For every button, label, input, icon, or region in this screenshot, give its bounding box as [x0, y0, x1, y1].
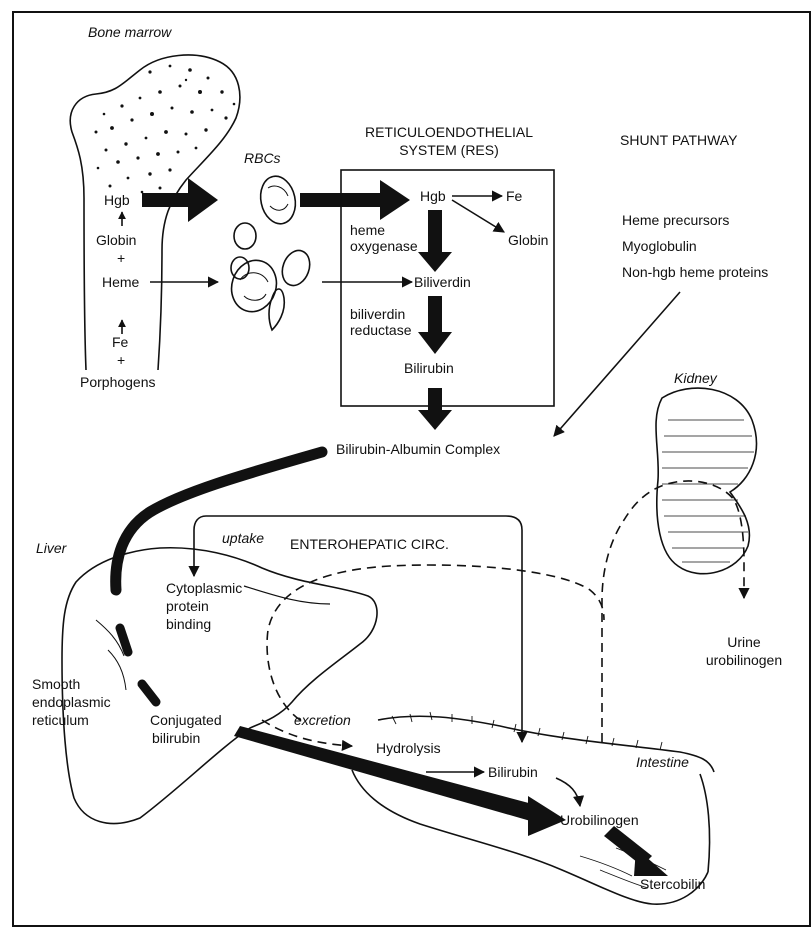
stercobilin-label: Stercobilin: [640, 876, 705, 893]
urine-line-1: Urine: [694, 634, 794, 651]
heme-precursors-label: Heme precursors: [622, 212, 729, 229]
fe-res-label: Fe: [506, 188, 522, 205]
thick-arrow-bilirubin-to-complex: [418, 388, 452, 430]
excretion-label: excretion: [294, 712, 351, 729]
dashed-intestine-to-kidney: [602, 481, 744, 742]
intestine-label: Intestine: [636, 754, 689, 771]
arrow-shunt-to-complex: [554, 292, 680, 436]
arrow-hgb-to-globin: [452, 200, 504, 232]
kidney-drawing: [656, 388, 756, 574]
thick-arrow-hgb-to-biliverdin: [418, 210, 452, 272]
uptake-label: uptake: [222, 530, 264, 547]
porphogens-label: Porphogens: [80, 374, 156, 391]
myoglobulin-label: Myoglobulin: [622, 238, 697, 255]
cytoplasmic-line-3: binding: [166, 616, 211, 633]
hydrolysis-label: Hydrolysis: [376, 740, 441, 757]
thick-arrow-rbcs-to-res: [300, 180, 410, 220]
dashed-loop-liver: [267, 565, 604, 720]
shunt-pathway-title: SHUNT PATHWAY: [620, 132, 737, 149]
biliverdin-reductase-line-2: reductase: [350, 322, 411, 339]
bilirubin-res-label: Bilirubin: [404, 360, 454, 377]
res-title-line-1: RETICULOENDOTHELIAL: [344, 124, 554, 141]
rbcs-label: RBCs: [244, 150, 281, 167]
smooth-er-line-2: endoplasmic: [32, 694, 111, 711]
enterohepatic-circ-label: ENTEROHEPATIC CIRC.: [290, 536, 449, 553]
plus-sign-1: +: [117, 250, 125, 267]
cytoplasmic-line-1: Cytoplasmic: [166, 580, 242, 597]
cytoplasmic-line-2: protein: [166, 598, 209, 615]
heme-label: Heme: [102, 274, 139, 291]
bilirubin-albumin-complex-label: Bilirubin-Albumin Complex: [336, 441, 500, 458]
bilirubin-intestine-label: Bilirubin: [488, 764, 538, 781]
heme-oxygenase-line-2: oxygenase: [350, 238, 418, 255]
thick-arrow-biliverdin-to-bilirubin: [418, 296, 452, 354]
smooth-er-line-1: Smooth: [32, 676, 80, 693]
biliverdin-reductase-line-1: biliverdin: [350, 306, 405, 323]
hgb-res-label: Hgb: [420, 188, 446, 205]
dashed-liver-segment-1: [120, 628, 128, 652]
globin-marrow-label: Globin: [96, 232, 136, 249]
fe-marrow-label: Fe: [112, 334, 128, 351]
hgb-marrow-label: Hgb: [104, 192, 130, 209]
urobilinogen-label: Urobilinogen: [560, 812, 639, 829]
smooth-er-line-3: reticulum: [32, 712, 89, 729]
bone-drawing: [70, 55, 240, 370]
globin-res-label: Globin: [508, 232, 548, 249]
non-hgb-heme-proteins-label: Non-hgb heme proteins: [622, 264, 768, 281]
thick-arrow-marrow-to-rbcs: [142, 178, 218, 222]
conjugated-line-1: Conjugated: [150, 712, 222, 729]
conjugated-line-2: bilirubin: [152, 730, 200, 747]
urine-line-2: urobilinogen: [694, 652, 794, 669]
dashed-liver-segment-2: [142, 684, 156, 702]
bone-marrow-label: Bone marrow: [88, 24, 171, 41]
res-title-line-2: SYSTEM (RES): [344, 142, 554, 159]
biliverdin-label: Biliverdin: [414, 274, 471, 291]
thick-curve-complex-to-liver: [116, 452, 322, 590]
arrow-bilirubin-to-urobilinogen: [556, 778, 580, 806]
plus-sign-2: +: [117, 352, 125, 369]
thick-arrow-urobilinogen-to-stercobilin: [604, 826, 668, 876]
kidney-label: Kidney: [674, 370, 717, 387]
heme-oxygenase-line-1: heme: [350, 222, 385, 239]
bone-marrow-speckles: [95, 65, 236, 194]
liver-label: Liver: [36, 540, 66, 557]
